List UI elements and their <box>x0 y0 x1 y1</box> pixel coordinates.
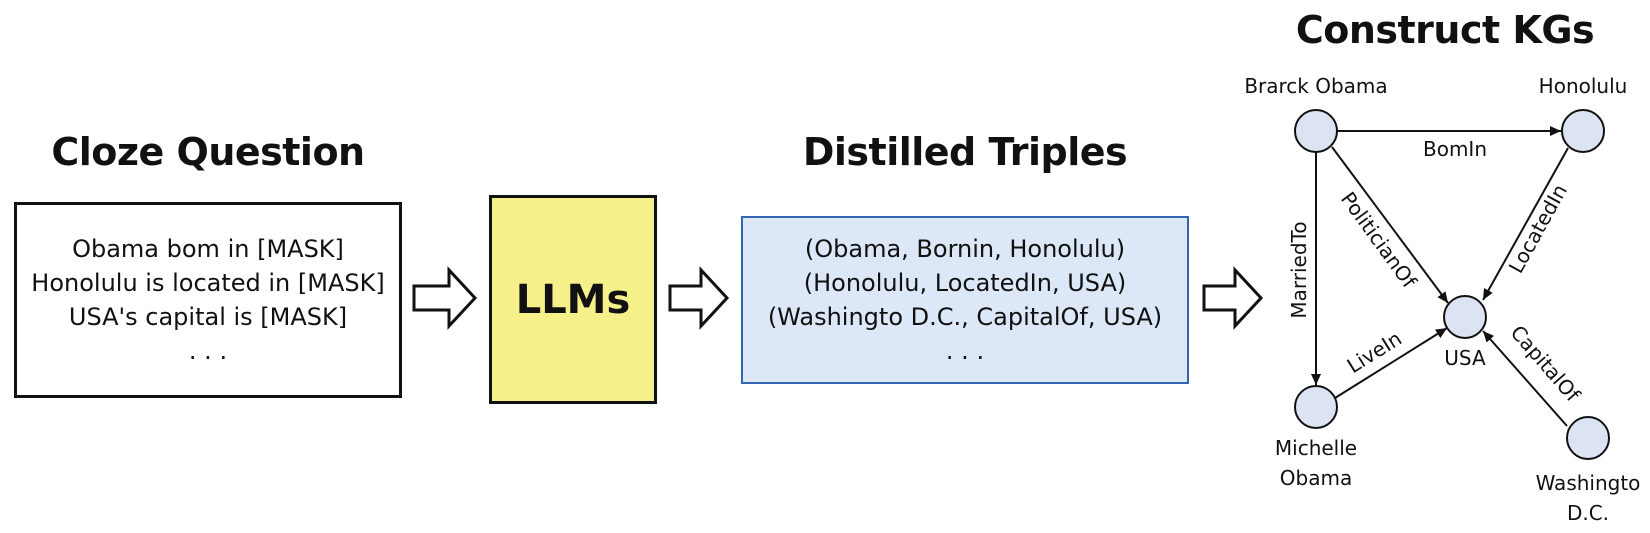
triple-ellipsis: . . . <box>945 337 985 365</box>
cloze-line-1: Obama bom in [MASK] <box>72 235 344 263</box>
triples-title: Distilled Triples <box>802 130 1128 174</box>
cloze-question-box: Obama bom in [MASK] Honolulu is located … <box>14 202 402 398</box>
edge-label-politicianof: PoliticianOf <box>1336 187 1422 293</box>
node-barack-obama <box>1294 109 1338 153</box>
cloze-line-2: Honolulu is located in [MASK] <box>31 269 385 297</box>
node-label-barack-obama: Brarck Obama <box>1244 74 1387 98</box>
edge-locatedin <box>1482 147 1569 301</box>
flow-arrow-icon <box>668 266 730 330</box>
triple-line-3: (Washingto D.C., CapitalOf, USA) <box>767 303 1163 331</box>
node-label-michelle-line2: Obama <box>1280 466 1352 490</box>
cloze-title: Cloze Question <box>51 130 365 174</box>
node-washington-dc <box>1566 416 1610 460</box>
cloze-ellipsis: . . . <box>188 337 228 365</box>
edge-label-livein: LiveIn <box>1343 326 1406 378</box>
edge-capitalof <box>1482 330 1568 427</box>
triple-line-2: (Honolulu, LocatedIn, USA) <box>803 269 1127 297</box>
node-label-honolulu: Honolulu <box>1539 74 1628 98</box>
flow-arrow-icon <box>412 266 478 330</box>
cloze-line-3: USA's capital is [MASK] <box>68 303 348 331</box>
distilled-triples-box: (Obama, Bornin, Honolulu) (Honolulu, Loc… <box>741 216 1189 384</box>
node-label-washington-line1: Washingto <box>1536 471 1641 495</box>
triple-line-1: (Obama, Bornin, Honolulu) <box>804 235 1126 263</box>
edge-label-bornin: BomIn <box>1423 137 1487 161</box>
flow-arrow-icon <box>1202 266 1264 330</box>
node-michelle-obama <box>1294 385 1338 429</box>
edge-label-marriedto: MarriedTo <box>1287 221 1311 318</box>
kg-title: Construct KGs <box>1295 8 1595 52</box>
node-label-michelle-line1: Michelle <box>1275 436 1357 460</box>
edge-politicianof <box>1331 146 1449 304</box>
node-label-washington-line2: D.C. <box>1567 501 1609 525</box>
edge-livein <box>1334 327 1448 399</box>
node-usa <box>1443 295 1487 339</box>
edge-label-capitalof: CapitalOf <box>1506 320 1586 407</box>
node-honolulu <box>1561 109 1605 153</box>
edge-label-locatedin: LocatedIn <box>1504 180 1572 277</box>
node-label-usa: USA <box>1444 346 1486 370</box>
llm-label: LLMs <box>515 276 631 323</box>
llm-box: LLMs <box>489 195 657 404</box>
